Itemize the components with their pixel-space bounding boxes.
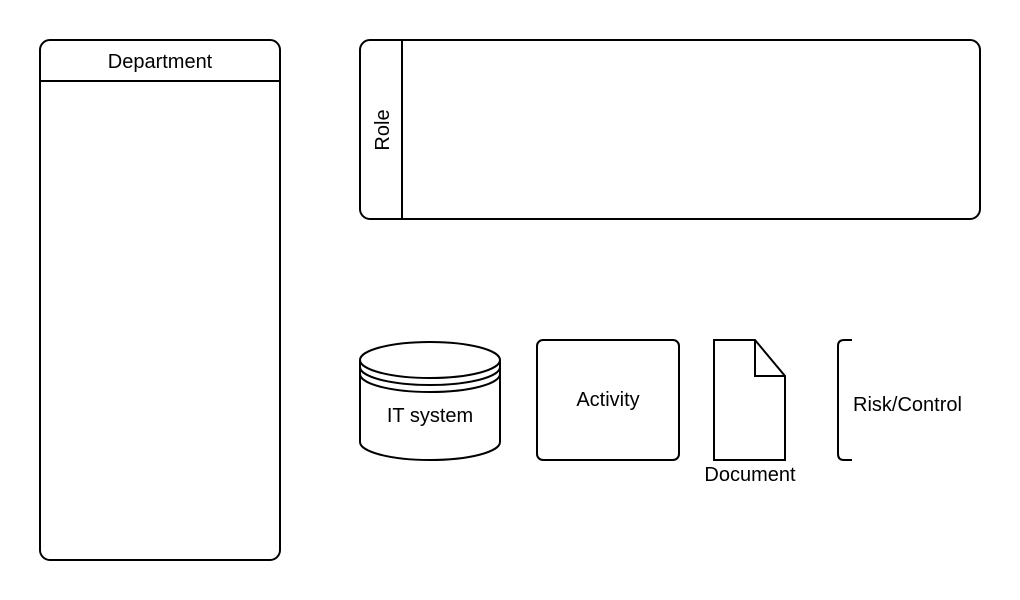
it-system-shape[interactable]: IT system xyxy=(359,341,501,461)
activity-label: Activity xyxy=(576,389,639,411)
document-page xyxy=(713,339,786,461)
it-system-body xyxy=(359,341,501,461)
document-shape[interactable]: Document xyxy=(704,339,796,486)
activity-box xyxy=(536,339,680,461)
document-label: Document xyxy=(704,464,796,486)
it-system-top-rim xyxy=(359,359,501,379)
it-system-rim-line-1 xyxy=(359,366,501,386)
department-pool[interactable]: Department xyxy=(39,39,281,561)
document-fold xyxy=(754,340,785,377)
role-lane[interactable]: Role xyxy=(359,39,981,220)
risk-control-label: Risk/Control xyxy=(853,394,962,416)
risk-control-shape[interactable]: Risk/Control xyxy=(837,339,962,461)
role-lane-frame xyxy=(359,39,981,220)
it-system-rim-line-2 xyxy=(359,373,501,393)
activity-shape[interactable]: Activity xyxy=(536,339,680,461)
risk-control-bracket xyxy=(837,339,852,461)
it-system-label: IT system xyxy=(387,405,473,427)
role-label: Role xyxy=(372,109,394,150)
department-label: Department xyxy=(108,51,213,73)
department-pool-frame xyxy=(39,39,281,561)
